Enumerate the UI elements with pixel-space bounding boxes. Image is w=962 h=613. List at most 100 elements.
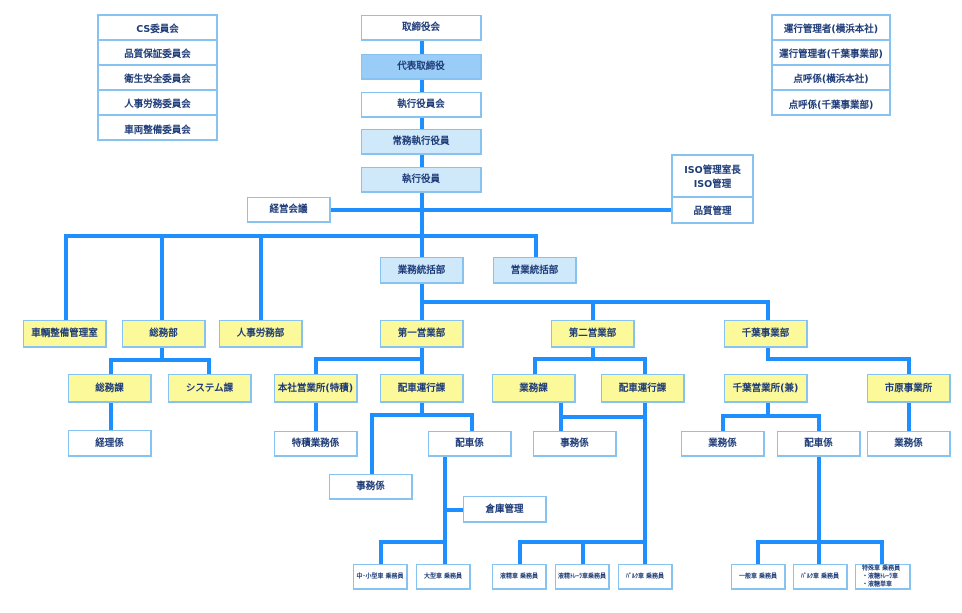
line-ichihara-drop bbox=[907, 357, 911, 375]
box-chiba-dispatch: 配車係 bbox=[777, 431, 861, 457]
line-s2-bar bbox=[533, 357, 647, 361]
box-board: 取締役会 bbox=[361, 15, 482, 41]
line-general-bar bbox=[109, 358, 211, 362]
committee-cs: CS委員会 bbox=[99, 16, 216, 41]
line-chiba-ops-drop bbox=[721, 414, 725, 431]
box-managing-exec: 常務執行役員 bbox=[361, 129, 482, 155]
box-dispatch-unit1: 配車係 bbox=[428, 431, 512, 457]
committee-quality: 品質保証委員会 bbox=[99, 41, 216, 66]
box-crew-tanker-trailer: 液精ﾄﾚｰﾗ車乗務員 bbox=[555, 564, 610, 590]
iso-quality: 品質管理 bbox=[693, 206, 732, 217]
line-vehicle-drop bbox=[64, 234, 68, 320]
iso-head-line2: ISO管理 bbox=[693, 179, 732, 190]
box-crew-bulk2: ﾊﾞﾙｸ車 乗務員 bbox=[793, 564, 848, 590]
box-management-meeting: 経営会議 bbox=[247, 197, 331, 223]
line-hr-drop bbox=[259, 234, 263, 320]
box-warehouse: 倉庫管理 bbox=[463, 496, 547, 523]
box-chiba-ops: 業務係 bbox=[681, 431, 765, 457]
box-crew-large: 大型車 乗務員 bbox=[416, 564, 471, 590]
box-tokuseki: 特積業務係 bbox=[274, 431, 358, 457]
line-chiba-drop bbox=[766, 300, 770, 320]
line-dispatch2-down bbox=[643, 403, 647, 564]
box-office1: 事務係 bbox=[329, 474, 413, 500]
crew-special-line1: 特殊車 乗務員 bbox=[862, 564, 901, 572]
box-sales-hq: 営業統括部 bbox=[493, 257, 577, 284]
line-warehouse-branch bbox=[443, 508, 463, 512]
line-ga-drop bbox=[109, 358, 113, 374]
line-sales-bar bbox=[420, 300, 770, 304]
box-ops-hq: 業務統括部 bbox=[380, 257, 464, 284]
line-ops2-drop bbox=[533, 357, 537, 375]
line-crew3-bar bbox=[756, 540, 884, 544]
line-chiba-dispatch-down bbox=[817, 456, 821, 564]
box-general-dept: 総務部 bbox=[122, 320, 206, 348]
line-chiba-office-bar bbox=[721, 414, 821, 418]
box-general-affairs: 総務課 bbox=[68, 374, 152, 403]
iso-head: ISO管理室長 ISO管理 bbox=[673, 156, 752, 198]
line-special-drop bbox=[880, 540, 884, 564]
box-hr-dept: 人事労務部 bbox=[219, 320, 303, 348]
box-sales2-dept: 第二営業部 bbox=[551, 320, 635, 348]
box-crew-tanker: 液精車 乗務員 bbox=[492, 564, 547, 590]
line-tanker-trailer-drop bbox=[581, 540, 585, 564]
box-honsha: 本社営業所(特積) bbox=[274, 374, 358, 403]
line-dispatch1-drop bbox=[420, 357, 424, 375]
line-s1-down bbox=[420, 348, 424, 360]
box-chiba-office: 千葉営業所(兼) bbox=[724, 374, 808, 403]
op-manager-chiba: 運行管理者(千葉事業部) bbox=[773, 41, 889, 66]
crew-special-line3: ・液糖単車 bbox=[862, 580, 893, 588]
line-dunit1-drop bbox=[470, 413, 474, 431]
box-crew-special: 特殊車 乗務員 ・液糖ﾄﾚｰﾗ車 ・液糖単車 bbox=[855, 564, 911, 590]
line-dept-bar bbox=[64, 234, 538, 238]
box-dispatch2: 配車運行課 bbox=[601, 374, 685, 403]
line-office2-bar bbox=[559, 415, 647, 419]
committee-hr: 人事労務委員会 bbox=[99, 91, 216, 116]
iso-head-line1: ISO管理室長 bbox=[684, 165, 741, 176]
committees-panel: CS委員会 品質保証委員会 衛生安全委員会 人事労務委員会 車両整備委員会 bbox=[97, 14, 218, 141]
line-general-drop bbox=[160, 234, 164, 320]
line-dispatch2-drop bbox=[643, 357, 647, 375]
line-crew1-bar bbox=[379, 540, 447, 544]
rollcall-chiba: 点呼係(千葉事業部) bbox=[788, 99, 874, 111]
box-sales1-dept: 第一営業部 bbox=[380, 320, 464, 348]
box-dispatch1: 配車運行課 bbox=[380, 374, 464, 403]
line-sales2-drop bbox=[591, 300, 595, 320]
line-sys-drop bbox=[207, 358, 211, 374]
box-system: システム課 bbox=[168, 374, 252, 403]
line-chiba-down bbox=[766, 348, 770, 360]
iso-panel: ISO管理室長 ISO管理 品質管理 bbox=[671, 154, 754, 224]
box-office2: 事務係 bbox=[533, 431, 617, 457]
line-ichihara-ops-drop bbox=[907, 403, 911, 431]
line-dispatch1-bar bbox=[370, 413, 474, 417]
crew-special-line2: ・液糖ﾄﾚｰﾗ車 bbox=[862, 572, 899, 580]
line-small-drop bbox=[379, 540, 383, 564]
line-office1-drop bbox=[370, 413, 374, 475]
rollcall-yokohama: 点呼係(横浜本社) bbox=[773, 66, 889, 91]
line-sales1-drop bbox=[420, 300, 424, 320]
box-crew-bulk1: ﾊﾞﾙｸ車 乗務員 bbox=[618, 564, 673, 590]
op-manager-yokohama: 運行管理者(横浜本社) bbox=[773, 16, 889, 41]
box-crew-small-mid: 中･小型車 乗務員 bbox=[353, 564, 408, 590]
line-accounting-drop bbox=[109, 402, 113, 430]
line-general-crew-drop bbox=[756, 540, 760, 564]
box-exec-officer: 執行役員 bbox=[361, 167, 482, 193]
box-ops2: 業務課 bbox=[492, 374, 576, 403]
line-chiba-bar bbox=[766, 357, 911, 361]
box-exec-committee: 執行役員会 bbox=[361, 92, 482, 118]
box-accounting: 経理係 bbox=[68, 430, 152, 457]
box-vehicle-dept: 車輌整備管理室 bbox=[23, 320, 107, 348]
box-president: 代表取締役 bbox=[361, 54, 482, 80]
line-sales-hq-drop bbox=[534, 234, 538, 258]
line-dispatch1-down bbox=[420, 403, 424, 416]
line-meeting-iso bbox=[330, 208, 672, 212]
line-chiba-office-down bbox=[766, 403, 770, 417]
line-tanker-drop bbox=[518, 540, 522, 564]
line-honsha-drop bbox=[314, 357, 318, 375]
box-ichihara: 市原事業所 bbox=[867, 374, 951, 403]
line-s1-bar bbox=[314, 357, 424, 361]
committee-vehicle: 車両整備委員会 bbox=[124, 124, 191, 136]
box-ichihara-ops: 業務係 bbox=[867, 431, 951, 457]
committee-safety: 衛生安全委員会 bbox=[99, 66, 216, 91]
box-chiba-dept: 千葉事業部 bbox=[724, 320, 808, 348]
